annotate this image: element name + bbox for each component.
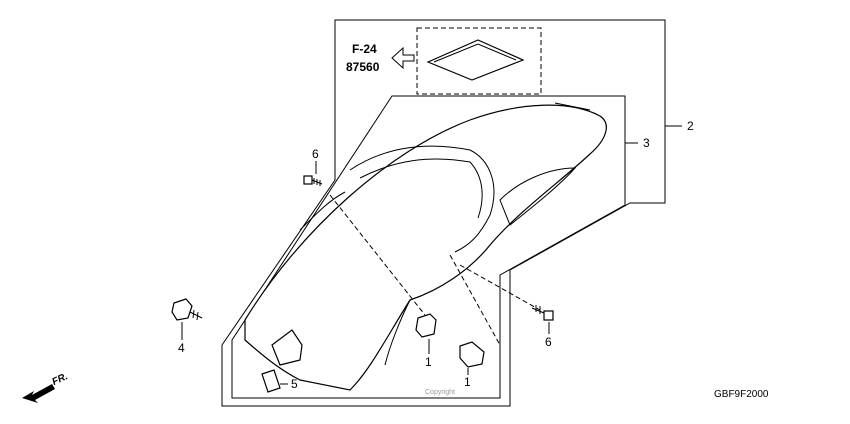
- fender-recess: [349, 145, 495, 253]
- front-direction-arrow-icon: [22, 384, 55, 403]
- callout-4: 4: [178, 341, 185, 355]
- emblem-box: [416, 27, 542, 95]
- callout-6-upper: 6: [312, 147, 319, 161]
- leader-dash-1: [329, 194, 426, 316]
- assembly-2-boundary: [221, 19, 666, 407]
- fender-recess-inner: [359, 158, 483, 219]
- fender-bracket: [271, 329, 303, 366]
- fender-edge: [384, 299, 411, 366]
- diagram-code: GBF9F2000: [714, 389, 769, 400]
- bolt-6-right: [531, 305, 554, 321]
- fender-rim: [299, 191, 346, 231]
- emblem-detail: [433, 43, 517, 63]
- nut-1-right: [459, 341, 485, 368]
- callout-1-right: 1: [464, 375, 471, 389]
- callout-5: 5: [291, 377, 298, 391]
- reference-arrow-icon: [391, 46, 415, 70]
- nut-1-center: [415, 313, 437, 338]
- rear-fender: [244, 104, 607, 391]
- logo-strip: [554, 102, 591, 111]
- bolt-6-upper: [303, 175, 323, 186]
- direction-label: FR.: [50, 371, 69, 388]
- leader-dash-2: [449, 254, 501, 346]
- callout-1-center: 1: [425, 355, 432, 369]
- emblem-plate: [426, 39, 525, 81]
- leader-dash-6-right: [459, 264, 541, 311]
- clip-5: [261, 369, 281, 393]
- fender-side-panel: [499, 167, 577, 226]
- callout-3: 3: [643, 136, 650, 150]
- assembly-3-boundary: [231, 95, 626, 399]
- reference-page: F-24: [352, 42, 377, 56]
- copyright-watermark: Copyright: [425, 389, 455, 396]
- reference-part-no: 87560: [346, 60, 380, 74]
- bolt-4: [171, 298, 203, 321]
- callout-2: 2: [687, 119, 694, 133]
- callout-6-right: 6: [545, 335, 552, 349]
